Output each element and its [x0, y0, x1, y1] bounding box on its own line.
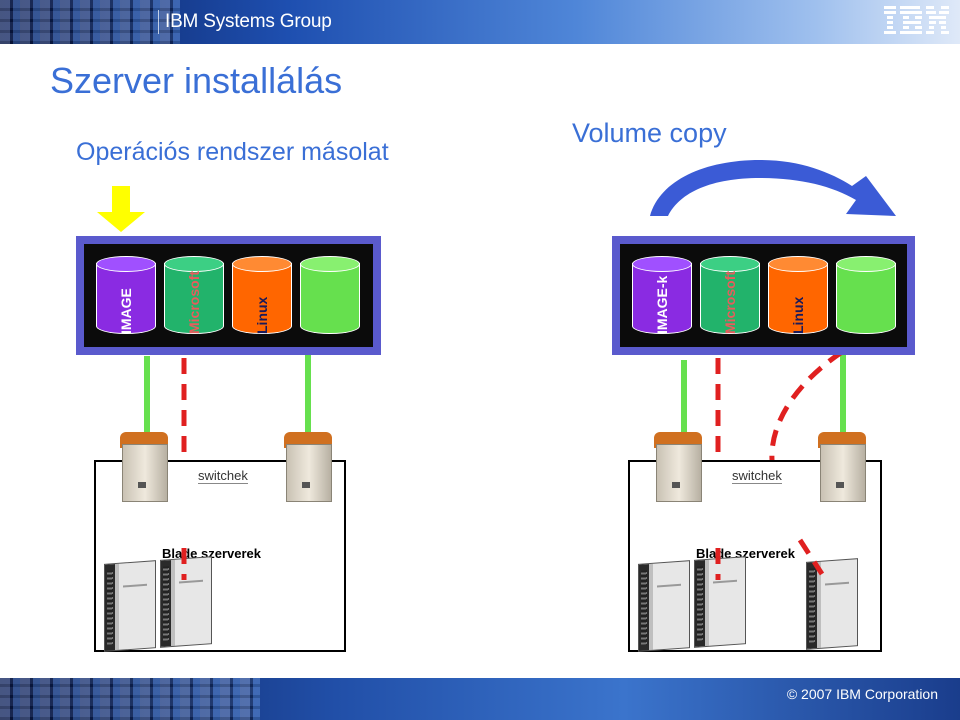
volume-label: Microsoft: [186, 271, 202, 334]
switch-module: [818, 432, 866, 502]
green-cable: [681, 360, 687, 450]
storage-array-inner: IMAGE-k Microsoft Linux: [620, 244, 907, 347]
green-cable: [840, 354, 846, 446]
volume-label: IMAGE-k: [654, 275, 670, 334]
footer-banner: [0, 678, 960, 720]
volume-empty: [300, 256, 360, 342]
blade-server: [694, 556, 746, 648]
group-title: IBM Systems Group: [158, 10, 332, 34]
subtitle-os-copy: Operációs rendszer másolat: [76, 138, 389, 166]
blade-server: [104, 560, 156, 652]
blade-server: [160, 556, 212, 648]
storage-array-left: IMAGE Microsoft Linux: [76, 236, 381, 355]
volume-image: IMAGE: [96, 256, 156, 342]
yellow-down-arrow-icon: [97, 186, 145, 232]
volume-microsoft: Microsoft: [164, 256, 224, 342]
volume-label: Microsoft: [722, 271, 738, 334]
storage-array-right: IMAGE-k Microsoft Linux: [612, 236, 915, 355]
switch-module: [120, 432, 168, 502]
switch-module: [654, 432, 702, 502]
storage-array-inner: IMAGE Microsoft Linux: [84, 244, 373, 347]
volume-linux: Linux: [768, 256, 828, 342]
switch-label: switchek: [732, 468, 782, 484]
switch-module: [284, 432, 332, 502]
volume-label: Linux: [254, 296, 270, 334]
switch-label: switchek: [198, 468, 248, 484]
volume-label: Linux: [790, 296, 806, 334]
header-pattern: [0, 0, 180, 44]
header-banner: [0, 0, 960, 44]
green-cable: [305, 352, 311, 444]
subtitle-volume-copy: Volume copy: [572, 118, 727, 148]
blade-server: [806, 558, 858, 650]
volume-linux: Linux: [232, 256, 292, 342]
volume-label: IMAGE: [118, 288, 134, 334]
volume-microsoft: Microsoft: [700, 256, 760, 342]
blade-server: [638, 560, 690, 652]
footer-pattern: [0, 678, 260, 720]
copyright-text: © 2007 IBM Corporation: [786, 686, 938, 702]
page-title: Szerver installálás: [50, 60, 343, 101]
ibm-logo-icon: [884, 6, 950, 43]
volume-images: IMAGE-k: [632, 256, 692, 342]
green-cable: [144, 356, 150, 448]
curved-blue-arrow-icon: [650, 160, 896, 216]
volume-empty: [836, 256, 896, 342]
